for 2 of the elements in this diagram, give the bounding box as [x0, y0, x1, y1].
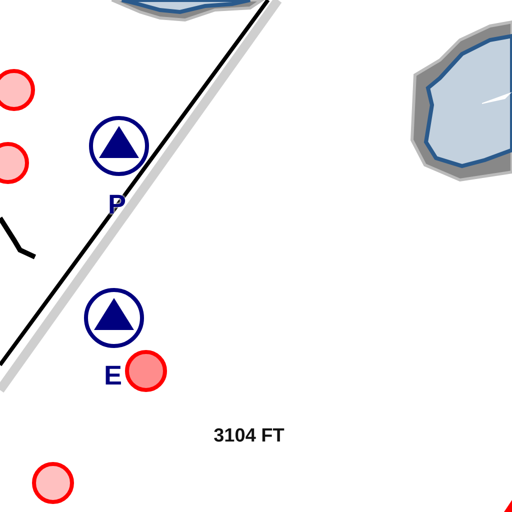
map-label: E — [104, 362, 122, 390]
elevation-label: 3104 FT — [214, 426, 284, 446]
